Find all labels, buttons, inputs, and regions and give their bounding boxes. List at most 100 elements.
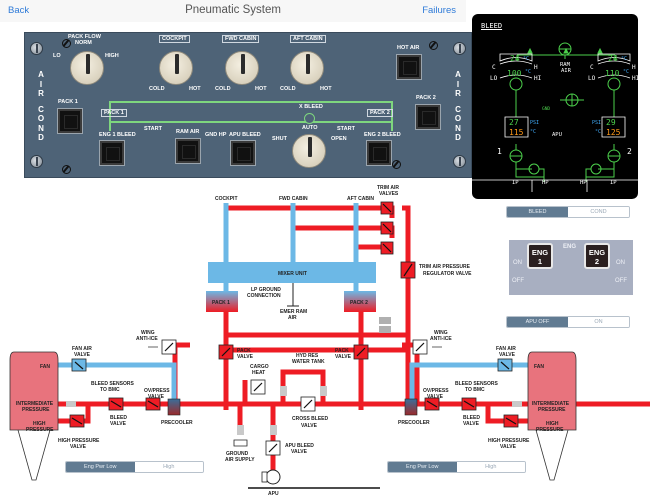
eng-pwr-low-right-tab[interactable]: Eng Pwr Low	[388, 462, 457, 472]
aft-cabin-temp-selector[interactable]	[290, 51, 324, 85]
schematic-label: APU BLEED	[285, 443, 314, 449]
schematic-label: HIGH PRESSURE	[58, 438, 100, 444]
schematic-label: VALVE	[499, 352, 516, 358]
x-bleed-auto-label: AUTO	[302, 125, 318, 131]
pack2-pushbutton[interactable]	[415, 104, 441, 130]
air-cond-side-label-left: A I R C O N D	[37, 70, 45, 142]
cockpit-label: COCKPIT	[159, 35, 190, 43]
schematic-label: VALVE	[237, 354, 254, 360]
schematic-label: VALVE	[427, 394, 444, 400]
ecam-page-bleed-tab[interactable]: BLEED	[507, 207, 568, 217]
ecam-apu-label: APU	[552, 132, 562, 138]
eng-pwr-low-left-tab[interactable]: Eng Pwr Low	[66, 462, 135, 472]
check-valve	[379, 317, 391, 324]
x-bleed-selector[interactable]	[292, 134, 326, 168]
schematic-label: CARGO	[250, 364, 269, 370]
ip-check-valve-left	[66, 401, 76, 407]
pack-flow-lo-label: LO	[53, 53, 61, 59]
ecam-page-cond-tab[interactable]: COND	[568, 207, 629, 217]
schematic-label: °C	[621, 56, 627, 62]
page-title: Pneumatic System	[185, 4, 281, 16]
schematic-label: INTERMEDIATE	[532, 401, 570, 407]
small-screw	[62, 165, 71, 174]
ram-air-pushbutton[interactable]	[175, 138, 201, 164]
eng1-off-label: OFF	[512, 278, 524, 284]
schematic-label: HP	[542, 180, 549, 186]
schematic-label: LO	[588, 75, 596, 82]
pack1-pushbutton[interactable]	[57, 108, 83, 134]
schematic-label: °C	[595, 129, 601, 135]
pack-flow-high-label: HIGH	[105, 53, 119, 59]
aft-cabin-label: AFT CABIN	[347, 196, 374, 202]
eng-pwr-selector-left: Eng Pwr Low High	[65, 461, 204, 473]
schematic-label: PACK	[237, 348, 251, 354]
eng2-bleed-pushbutton[interactable]	[366, 140, 392, 166]
schematic-label: PSI	[592, 120, 601, 126]
ecam-pack2-outline	[597, 53, 631, 62]
schematic-label: VALVE	[335, 354, 352, 360]
apu-selector: APU OFF ON	[506, 316, 630, 328]
engine-right-nozzle	[535, 429, 569, 481]
schematic-label: PRESSURE	[22, 407, 50, 413]
schematic-label: HIGH	[546, 421, 559, 427]
eng2-on-label: ON	[616, 260, 625, 266]
schematic-label: WING	[434, 330, 448, 336]
apu-on-tab[interactable]: ON	[568, 317, 629, 327]
schematic-label: VALVES	[379, 191, 399, 197]
wing-anti-ice-duct-left	[172, 342, 190, 404]
ecam-eng2-box	[601, 116, 626, 138]
schematic-label: CROSS BLEED	[292, 416, 329, 422]
gnd-hp-label: GND HP	[205, 132, 227, 138]
schematic-label: °C	[525, 69, 531, 75]
back-button[interactable]: Back	[8, 5, 30, 16]
x-bleed-open-label: OPEN	[331, 136, 347, 142]
trim-air-supply-duct	[402, 205, 411, 410]
eng-panel-title: ENG	[563, 244, 577, 250]
precooler-right	[404, 398, 418, 416]
ground-air-check-valve	[237, 425, 244, 435]
schematic-label: IP	[610, 180, 617, 186]
cockpit-temp-selector[interactable]	[159, 51, 193, 85]
schematic-label: TO BMC	[100, 387, 120, 393]
hot-air-pushbutton[interactable]	[396, 54, 422, 80]
aft-cabin-hot-label: HOT	[320, 86, 332, 92]
schematic-label: PRESSURE	[538, 407, 566, 413]
schematic-label: OV/PRESS	[144, 388, 170, 394]
fan-air-duct-left	[52, 362, 177, 400]
fwd-cabin-temp-selector[interactable]	[225, 51, 259, 85]
trim-duct-cockpit	[226, 205, 395, 218]
schematic-label: REGULATOR VALVE	[423, 271, 472, 277]
schematic-label: VALVE	[110, 421, 127, 427]
ecam-gnd-label: GND	[542, 106, 550, 112]
fwd-cabin-label: FWD CABIN	[279, 196, 308, 202]
eng-pwr-high-left-tab[interactable]: High	[134, 462, 203, 472]
small-screw	[429, 41, 438, 50]
schematic-label: BLEED	[463, 415, 480, 421]
cockpit-label: COCKPIT	[215, 196, 238, 202]
eng-pwr-high-right-tab[interactable]: High	[456, 462, 525, 472]
schematic-label: IP	[512, 180, 519, 186]
pneumatic-schematic: MIXER UNIT PACK 1 PACK 2 LP GROUND CONNE…	[9, 185, 650, 497]
ecam-title: BLEED	[481, 22, 503, 30]
apu-bleed-pushbutton[interactable]	[230, 140, 256, 166]
apu-off-tab[interactable]: APU OFF	[507, 317, 568, 327]
eng1-bleed-pushbutton[interactable]	[99, 140, 125, 166]
eng2-off-label: OFF	[615, 278, 627, 284]
pack2-unit	[344, 291, 376, 312]
engine-left-nozzle	[17, 429, 51, 481]
schematic-label: HEAT	[252, 370, 265, 376]
schematic-label: C	[492, 64, 496, 71]
schematic-label: C	[590, 64, 594, 71]
ecam-pack1-outline	[499, 53, 533, 62]
precooler-left	[167, 398, 181, 416]
schematic-label: VALVE	[70, 444, 87, 450]
pack-flow-selector[interactable]	[70, 51, 104, 85]
apu-bleed-label: APU BLEED	[229, 132, 261, 138]
ground-air-connector	[233, 439, 248, 447]
trim-air-valves	[380, 201, 394, 255]
ecam-right-flow-temp: 110	[605, 69, 620, 78]
air-cond-side-label-right: A I R C O N D	[454, 70, 462, 142]
failures-button[interactable]: Failures	[422, 5, 456, 16]
